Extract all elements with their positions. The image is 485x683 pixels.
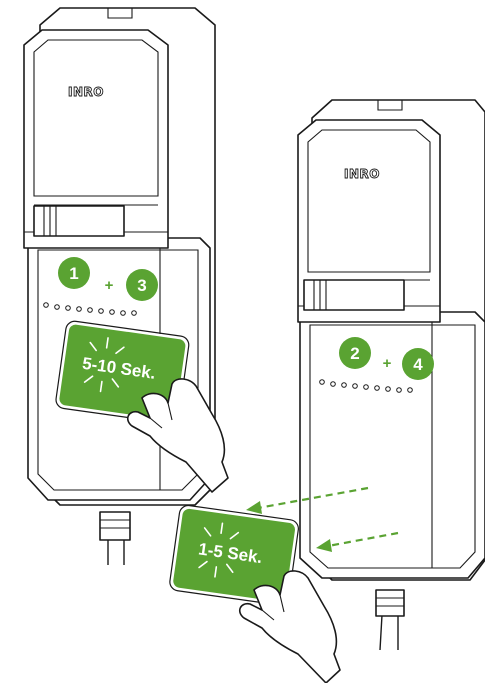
right-charger: INRO 2 + 4	[298, 100, 485, 650]
right-cable	[380, 615, 398, 650]
right-cable-gland	[376, 590, 404, 616]
right-card-slot	[304, 280, 404, 310]
right-badge-4-label: 4	[413, 355, 423, 374]
left-cable-gland	[100, 512, 130, 540]
left-badge-3-label: 3	[137, 276, 146, 295]
right-badge-2-label: 2	[350, 344, 359, 363]
right-lower-body	[300, 312, 485, 578]
left-brand-logo: INRO	[68, 85, 104, 99]
left-badge-1-label: 1	[69, 264, 78, 283]
left-charger: INRO 1 + 3	[24, 8, 215, 565]
left-plus: +	[105, 277, 114, 294]
left-card-slot	[34, 206, 124, 236]
left-cable	[108, 540, 124, 565]
right-plus: +	[383, 355, 392, 372]
right-brand-logo: INRO	[344, 167, 380, 181]
